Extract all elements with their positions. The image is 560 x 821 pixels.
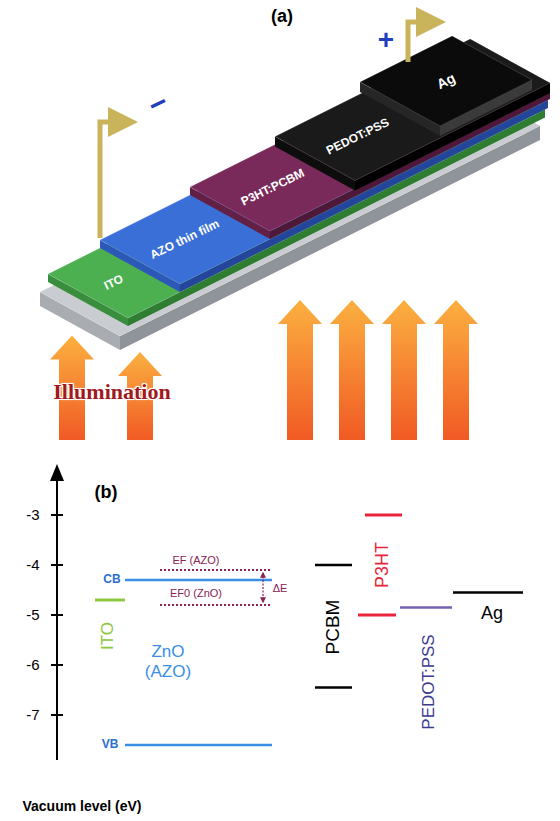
tick-label: -7 (26, 706, 39, 723)
conduction-band (125, 579, 272, 582)
ito-work-function (95, 599, 125, 602)
pedot-work-function (400, 606, 452, 609)
axis-title: Vacuum level (eV) (22, 798, 141, 814)
tick-label: -3 (26, 506, 39, 523)
fermi-label: EF0 (ZnO) (170, 586, 222, 599)
fermi-level-azo (160, 569, 272, 571)
p3ht-homo (358, 614, 396, 617)
light-arrow (434, 300, 478, 440)
material-label: ZnO (AZO) (133, 642, 203, 681)
material-label: Ag (481, 603, 503, 624)
illumination-label: Illumination (53, 379, 170, 404)
light-arrow (330, 300, 374, 440)
fermi-label: EF (AZO) (172, 554, 219, 567)
material-label: PCBM (322, 600, 344, 655)
axis-tick (51, 514, 63, 516)
illumination-arrows (50, 300, 478, 440)
axis-tick (51, 614, 63, 616)
light-arrow (278, 300, 322, 440)
panel-label: (b) (95, 482, 118, 503)
energy-offset-label: ΔE (273, 581, 288, 594)
pcbm-homo (315, 686, 352, 689)
ag-work-function (453, 591, 523, 594)
material-label: P3HT (372, 542, 393, 588)
tick-label: -6 (26, 656, 39, 673)
hole-arrow (408, 22, 440, 62)
band-diagram (50, 464, 523, 760)
pcbm-lumo (315, 564, 352, 567)
fermi-level-zno (160, 604, 272, 606)
panel-label: (a) (271, 6, 293, 27)
band-label: VB (102, 738, 119, 752)
tick-label: -4 (26, 556, 39, 573)
charge-sign: − (143, 85, 173, 124)
light-arrow (382, 300, 426, 440)
material-label: PEDOT:PSS (419, 634, 439, 729)
device-stack (40, 36, 550, 350)
axis-tick (51, 564, 63, 566)
axis-arrowhead (50, 464, 64, 481)
band-label: CB (103, 573, 120, 587)
delta-e-arrow (262, 573, 263, 602)
tick-label: -5 (26, 606, 39, 623)
valence-band (125, 744, 272, 747)
p3ht-lumo (365, 514, 402, 517)
axis-tick (51, 664, 63, 666)
energy-axis (56, 478, 58, 760)
electron-arrow (100, 122, 132, 238)
axis-tick (51, 714, 63, 716)
charge-sign: + (378, 24, 394, 56)
material-label: ITO (98, 622, 118, 650)
